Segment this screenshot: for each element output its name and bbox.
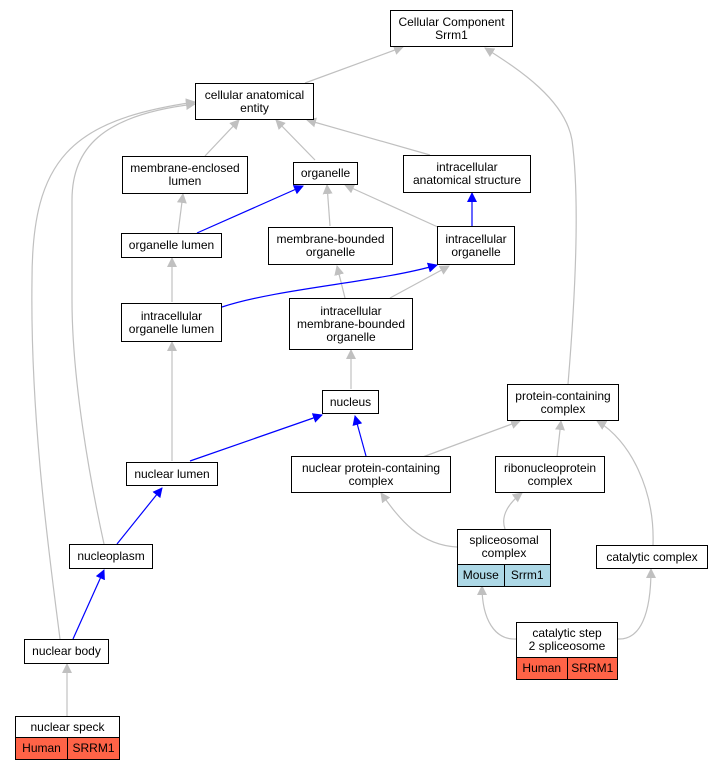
edge-cae-to-cc [304, 45, 404, 84]
edge-spl-to-rnp [503, 492, 523, 530]
node-label-line: Srrm1 [435, 27, 468, 42]
node-label-line: protein-containing [515, 388, 611, 403]
node-intracellular-organelle[interactable]: intracellular organelle [437, 226, 515, 265]
node-label-line: intracellular [320, 303, 382, 318]
edge-org-to-cae [275, 119, 316, 161]
node-spliceosomal-complex[interactable]: spliceosomal complex Mouse Srrm1 [457, 529, 551, 587]
node-label-line: nuclear speck [30, 719, 105, 734]
species-label: Mouse [462, 568, 499, 582]
node-ribonucleoprotein-complex[interactable]: ribonucleoprotein complex [495, 456, 605, 493]
node-protein-containing-complex[interactable]: protein-containing complex [507, 384, 619, 421]
node-label: catalytic step 2 spliceosome [529, 623, 606, 657]
node-catalytic-step-2-spliceosome[interactable]: catalytic step 2 spliceosome Human SRRM1 [516, 622, 618, 680]
node-intracellular-organelle-lumen[interactable]: intracellular organelle lumen [121, 303, 222, 342]
node-catalytic-complex[interactable]: catalytic complex [596, 545, 708, 569]
node-label-line: complex [540, 401, 586, 416]
edge-imbo-to-mbo [334, 265, 346, 299]
node-cellular-anatomical-entity[interactable]: cellular anatomical entity [195, 83, 314, 120]
node-intracellular-membrane-bounded-organelle[interactable]: intracellular membrane-bounded organelle [289, 298, 413, 350]
node-label-line: intracellular [140, 308, 203, 323]
node-label-line: ribonucleoprotein [503, 460, 597, 475]
edge-iol-to-io-blue [221, 262, 438, 308]
edge-ias-to-cae [306, 117, 431, 156]
node-label-line: Cellular Component [398, 14, 505, 29]
node-nuclear-speck[interactable]: nuclear speck Human SRRM1 [15, 716, 120, 760]
node-nucleoplasm[interactable]: nucleoplasm [69, 544, 153, 569]
species-label: Human [22, 741, 61, 755]
node-label-line: organelle [300, 166, 351, 180]
node-label-line: spliceosomal [469, 533, 539, 547]
species-gene-tag: Human SRRM1 [517, 657, 617, 679]
node-label-line: organelle lumen [128, 321, 215, 336]
node-intracellular-anatomical-structure[interactable]: intracellular anatomical structure [403, 155, 531, 193]
node-label-line: catalytic step [532, 626, 602, 640]
node-label-line: organelle lumen [128, 238, 215, 252]
node-label-line: membrane-enclosed [130, 161, 240, 175]
edge-spl-to-npcc [380, 492, 458, 548]
node-organelle-lumen[interactable]: organelle lumen [121, 233, 222, 258]
gene-label: SRRM1 [67, 738, 119, 759]
node-membrane-bounded-organelle[interactable]: membrane-bounded organelle [268, 227, 393, 265]
node-label-line: complex [348, 473, 394, 488]
node-label-line: organelle [326, 329, 376, 344]
node-label-line: 2 spliceosome [528, 639, 606, 653]
edge-mel-to-cae [204, 119, 240, 157]
node-label-line: anatomical structure [412, 173, 522, 187]
edge-cat-to-pcc [596, 420, 654, 546]
node-label: spliceosomal complex [469, 530, 538, 564]
node-label-line: nuclear protein-containing [301, 460, 441, 475]
species-gene-tag: Mouse Srrm1 [458, 564, 550, 586]
node-label-line: catalytic complex [606, 549, 698, 564]
edge-nb-to-np-blue [72, 569, 105, 640]
node-nuclear-lumen[interactable]: nuclear lumen [126, 462, 218, 486]
node-label-line: membrane-bounded [296, 316, 406, 331]
node-label-line: organelle [305, 245, 356, 259]
edge-mbo-to-org [322, 184, 333, 227]
node-label-line: intracellular [445, 231, 507, 246]
node-label-line: nucleoplasm [77, 549, 145, 563]
edge-cs2-to-spl [477, 585, 517, 640]
node-label-line: lumen [168, 174, 202, 188]
node-label-line: complex [481, 546, 527, 560]
edge-npcc-to-pcc [419, 419, 521, 459]
node-label: nuclear speck [30, 717, 104, 737]
edge-ol-to-mel [176, 193, 187, 234]
node-label-line: organelle [451, 244, 501, 259]
node-label-line: nuclear body [32, 644, 101, 658]
species-gene-tag: Human SRRM1 [16, 737, 119, 759]
edge-imbo-to-io [389, 265, 450, 299]
edge-ol-to-org-blue [196, 185, 304, 234]
edge-io-to-org [344, 184, 441, 229]
node-organelle[interactable]: organelle [293, 162, 358, 185]
node-nuclear-body[interactable]: nuclear body [24, 639, 109, 664]
node-nucleus[interactable]: nucleus [322, 390, 379, 414]
node-label-line: complex [527, 473, 573, 488]
gene-label: Srrm1 [503, 565, 551, 586]
node-cellular-component[interactable]: Cellular Component Srrm1 [390, 10, 513, 47]
node-label-line: nucleus [329, 394, 372, 409]
node-label-line: cellular anatomical [204, 87, 305, 102]
node-label-line: nuclear lumen [134, 466, 210, 481]
node-nuclear-protein-containing-complex[interactable]: nuclear protein-containing complex [291, 456, 451, 493]
species-label: Human [522, 661, 562, 675]
edge-np-to-cae [71, 100, 196, 545]
edge-cs2-to-cat [617, 568, 656, 640]
gene-label: SRRM1 [566, 658, 618, 679]
edge-np-to-nl-blue [116, 487, 163, 545]
edge-nb-to-cae [31, 98, 196, 640]
node-label-line: intracellular [436, 160, 498, 174]
edge-rnp-to-pcc [555, 420, 565, 458]
edge-npcc-to-nuc-blue [352, 415, 367, 457]
edge-nl-to-nuc-blue [189, 413, 323, 462]
node-label-line: entity [240, 100, 269, 115]
edge-pcc-to-cc [484, 47, 577, 385]
node-label-line: membrane-bounded [276, 232, 385, 246]
node-membrane-enclosed-lumen[interactable]: membrane-enclosed lumen [122, 156, 248, 194]
